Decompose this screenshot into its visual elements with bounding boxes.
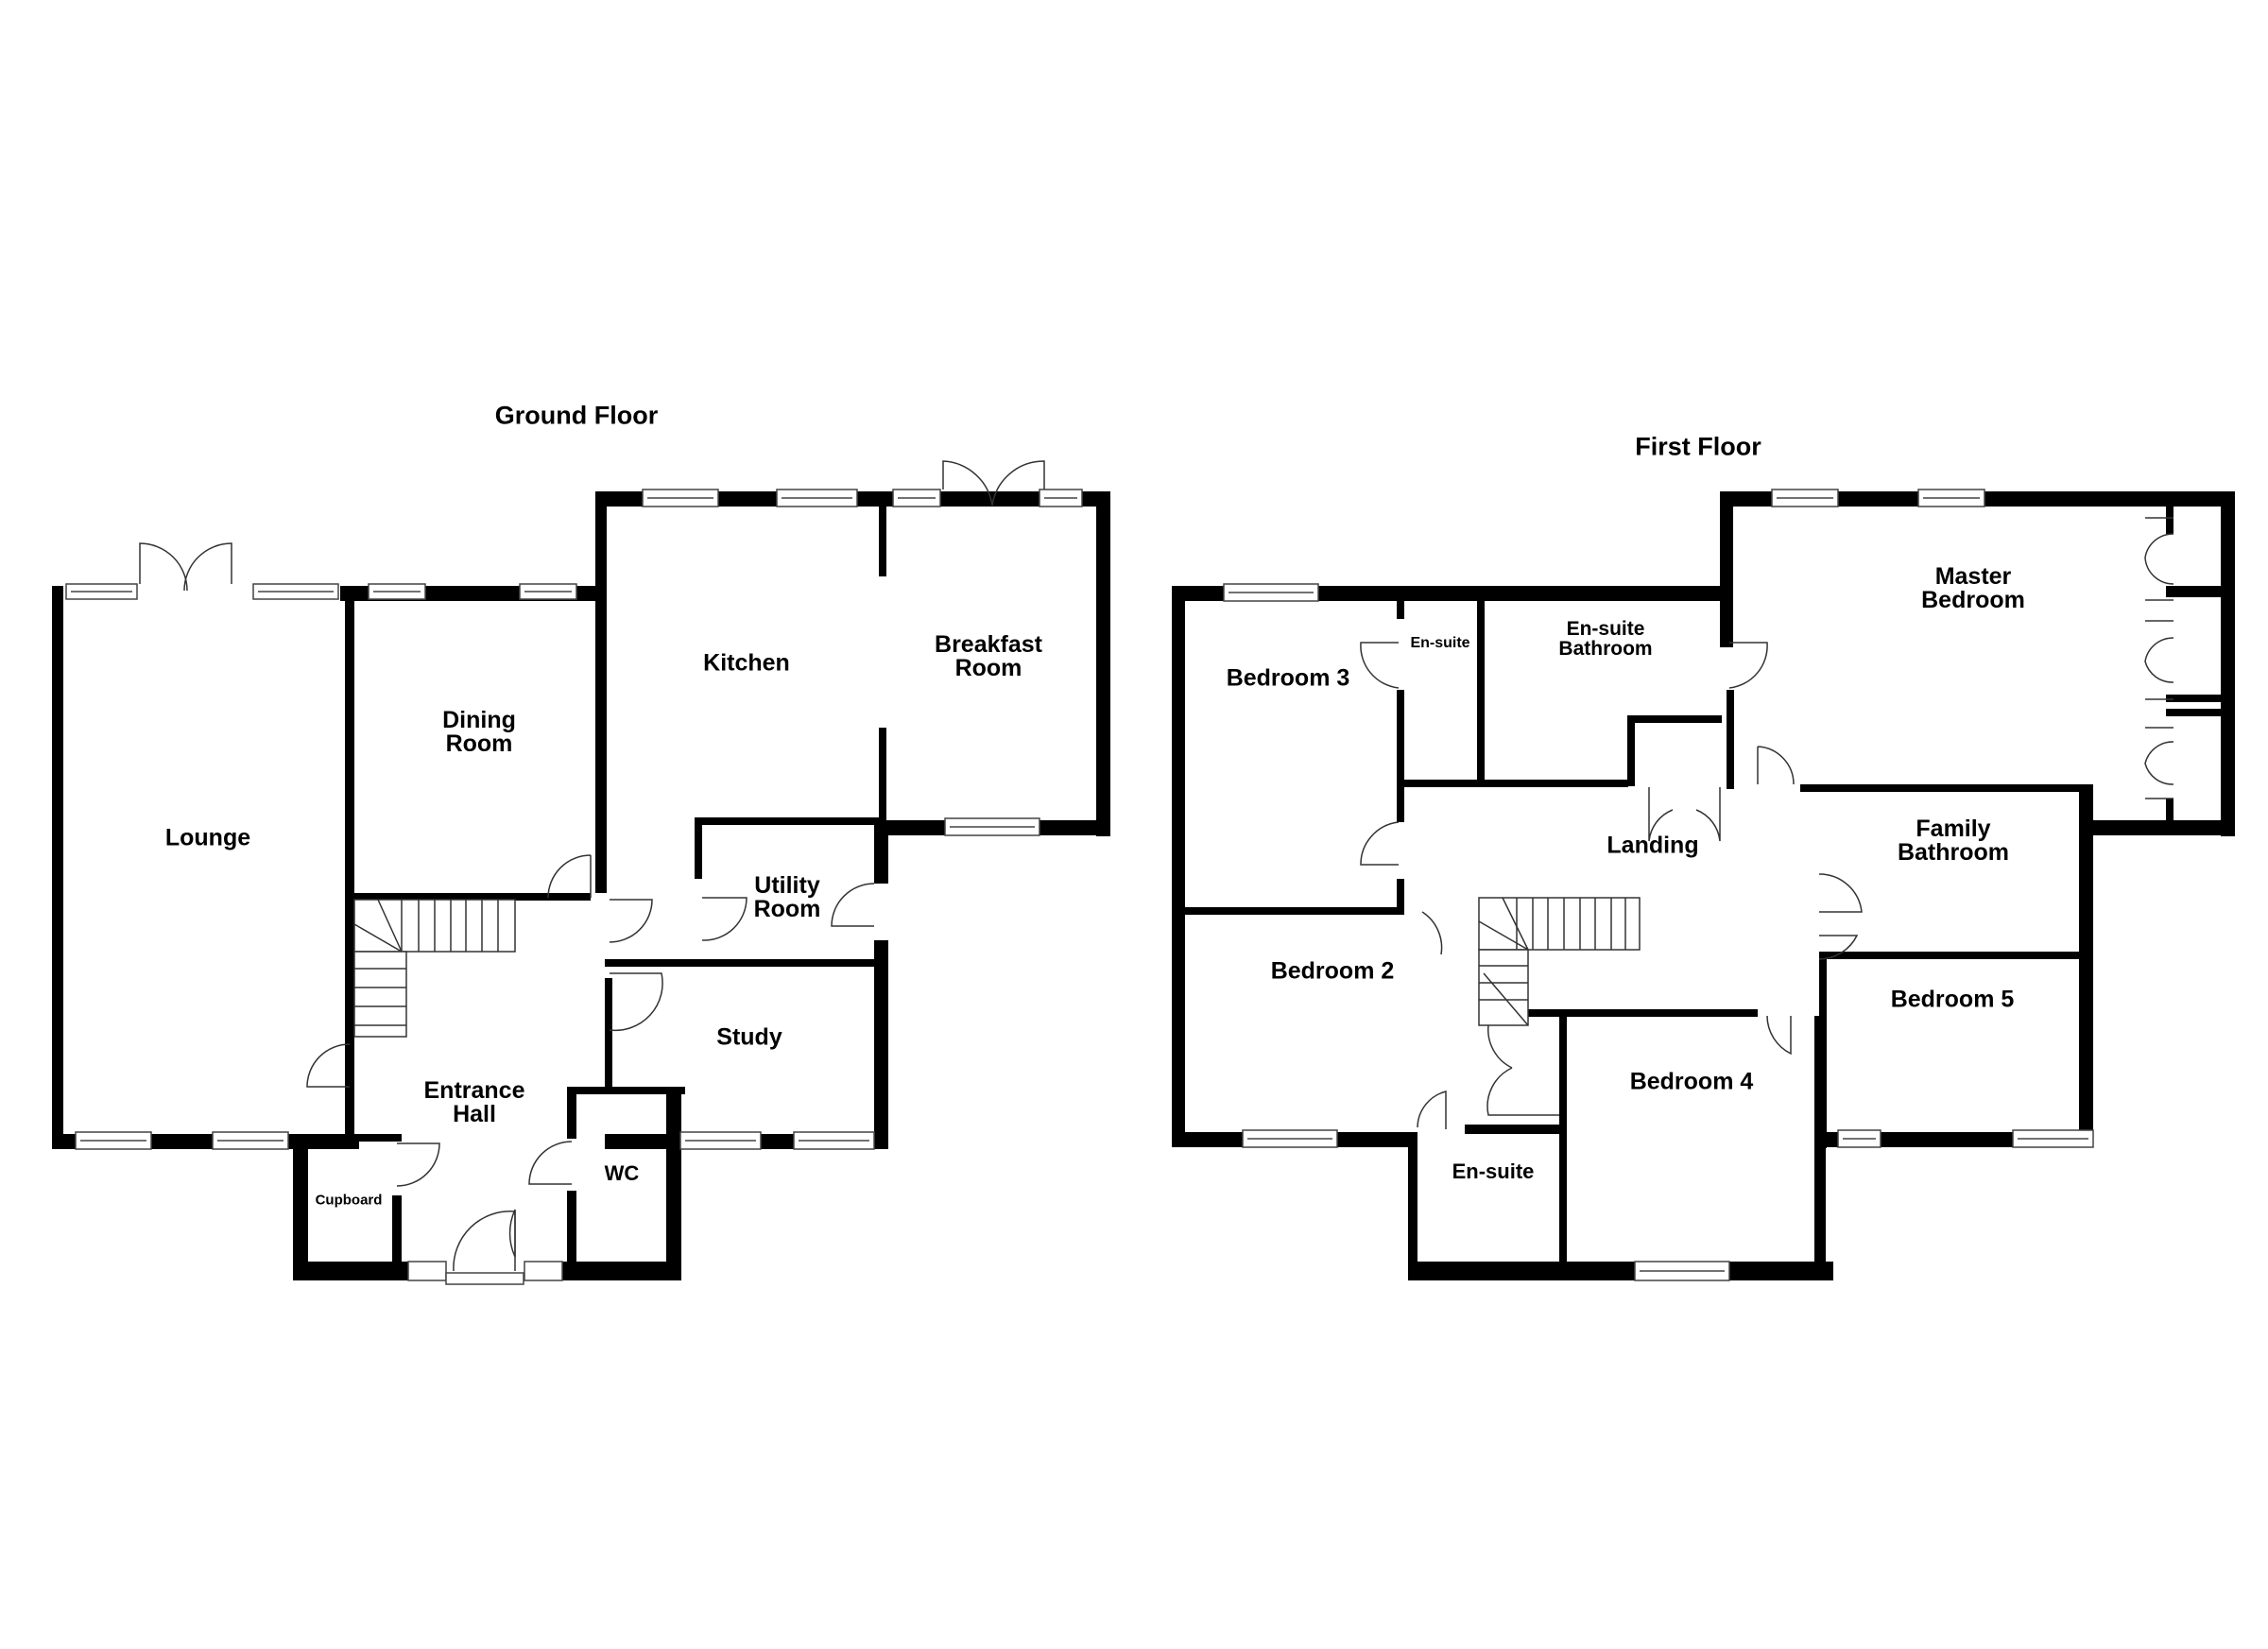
landing-south-wall xyxy=(1484,1009,1758,1017)
wc-west-wall-lower xyxy=(567,1191,576,1266)
room-label-line: Utility xyxy=(754,872,820,899)
cupboard-north-wall xyxy=(1627,715,1722,723)
room-label-landing: Landing xyxy=(1606,832,1699,859)
bedroom4-west-wall xyxy=(1559,1016,1567,1134)
utility-east-wall xyxy=(874,822,888,884)
room-label-line: Breakfast xyxy=(935,631,1042,658)
utility-north-wall xyxy=(695,817,884,825)
master-west-wall-upper xyxy=(1720,491,1733,647)
room-label-bedroom-5: Bedroom 5 xyxy=(1890,986,2015,1013)
bedroom3-south-wall xyxy=(1185,907,1404,915)
room-label-line: Room xyxy=(753,896,821,922)
room-label-line: En-suite xyxy=(1566,618,1645,640)
ground-floor-title: Ground Floor xyxy=(494,401,659,430)
room-label-bedroom-2: Bedroom 2 xyxy=(1270,957,1395,985)
room-label-breakfast-room: Breakfast Room xyxy=(935,633,1042,680)
ensuite-west-wall-mid xyxy=(1397,690,1404,822)
master-east-wall xyxy=(2221,491,2235,836)
cupboard-south-wall xyxy=(293,1262,421,1280)
lounge-dining-wall xyxy=(345,600,354,1134)
ensuite-bath-divider xyxy=(1477,600,1485,784)
wc-east-wall xyxy=(666,1087,681,1280)
dining-kitchen-wall xyxy=(595,496,607,893)
dining-south-wall xyxy=(354,893,591,901)
wardrobe-divider xyxy=(2166,586,2223,597)
room-label-line: Room xyxy=(954,655,1022,681)
staircase-icon xyxy=(1478,897,1641,1026)
lounge-west-wall xyxy=(52,586,63,1149)
room-label-line: Family xyxy=(1916,816,1991,842)
room-label-line: Hall xyxy=(453,1101,496,1127)
room-label-cupboard: Cupboard xyxy=(315,1192,383,1209)
room-label-entrance-hall: Entrance Hall xyxy=(424,1079,525,1126)
family-bath-north-wall xyxy=(1800,784,2093,792)
ensuite-lower-north-wall xyxy=(1465,1125,1559,1134)
wc-north-wall xyxy=(567,1087,685,1094)
breakfast-east-wall xyxy=(1096,491,1110,836)
cupboard-north-wall xyxy=(293,1134,402,1142)
family-bath-east-wall xyxy=(2079,784,2093,1143)
study-west-wall xyxy=(605,978,612,1087)
room-label-ensuite-lower: En-suite xyxy=(1452,1159,1535,1183)
room-label-line: Bathroom xyxy=(1897,839,2010,866)
kitchen-divider-upper xyxy=(879,506,886,576)
kitchen-divider-lower xyxy=(879,728,886,822)
ground-floor-plan xyxy=(52,460,1110,1285)
study-east-wall xyxy=(874,940,888,1139)
family-bath-south-wall xyxy=(1819,952,2093,959)
room-label-line: Room xyxy=(445,730,513,757)
room-label-dining: Dining Room xyxy=(442,709,516,756)
south-wall xyxy=(1408,1262,1833,1280)
first-floor-plan xyxy=(1172,489,2235,1281)
bedroom4-east-wall xyxy=(1814,1016,1826,1280)
room-label-line: Dining xyxy=(442,707,516,733)
master-west-wall-lower xyxy=(1727,690,1734,789)
top-wall-segment xyxy=(340,586,359,601)
room-label-line: Entrance xyxy=(423,1077,525,1104)
ensuite-south-wall xyxy=(1397,780,1628,787)
room-label-kitchen: Kitchen xyxy=(703,649,790,677)
wc-south-wall xyxy=(562,1262,681,1280)
room-label-family-bathroom: Family Bathroom xyxy=(1898,817,2009,865)
wardrobe-divider xyxy=(2166,695,2223,702)
room-label-bedroom-4: Bedroom 4 xyxy=(1629,1068,1754,1095)
utility-south-wall xyxy=(605,959,884,967)
cupboard-west-wall xyxy=(1627,715,1635,786)
cupboard-east-wall xyxy=(392,1195,402,1271)
hall-west-wall xyxy=(345,1087,354,1134)
utility-west-wall xyxy=(695,817,702,879)
staircase-icon xyxy=(353,899,516,1038)
door-swing-icon xyxy=(1360,517,2174,1129)
window-icon xyxy=(1223,489,2094,1281)
room-label-line: Bathroom xyxy=(1558,638,1653,660)
ensuite-bedroom4-wall xyxy=(1559,1129,1567,1271)
bedroom3-east-wall-lower xyxy=(1397,879,1404,912)
ensuite-west-wall-upper xyxy=(1397,586,1404,619)
room-label-line: Master xyxy=(1934,563,2012,590)
room-label-master-bedroom: Master Bedroom xyxy=(1921,565,2025,612)
room-label-study: Study xyxy=(716,1023,782,1051)
wardrobe-divider xyxy=(2166,506,2174,534)
cupboard-west-wall xyxy=(293,1134,308,1280)
room-label-wc: WC xyxy=(604,1161,640,1185)
wc-west-wall-upper xyxy=(567,1087,576,1139)
ensuite-lower-west-wall xyxy=(1408,1132,1418,1279)
room-label-ensuite-bathroom: En-suite Bathroom xyxy=(1558,619,1652,659)
room-label-utility-room: Utility Room xyxy=(754,874,821,921)
master-south-wall xyxy=(2079,820,2235,835)
room-label-ensuite: En-suite xyxy=(1410,635,1470,651)
window-icon xyxy=(65,489,1083,1285)
room-label-bedroom-3: Bedroom 3 xyxy=(1226,664,1350,692)
west-wall xyxy=(1172,586,1185,1143)
room-label-lounge: Lounge xyxy=(164,824,251,851)
first-floor-title: First Floor xyxy=(1635,432,1761,461)
wardrobe-divider xyxy=(2166,799,2174,827)
room-label-line: Bedroom xyxy=(1921,587,2025,613)
door-swing-icon xyxy=(139,460,1045,1272)
wardrobe-divider xyxy=(2166,709,2223,716)
